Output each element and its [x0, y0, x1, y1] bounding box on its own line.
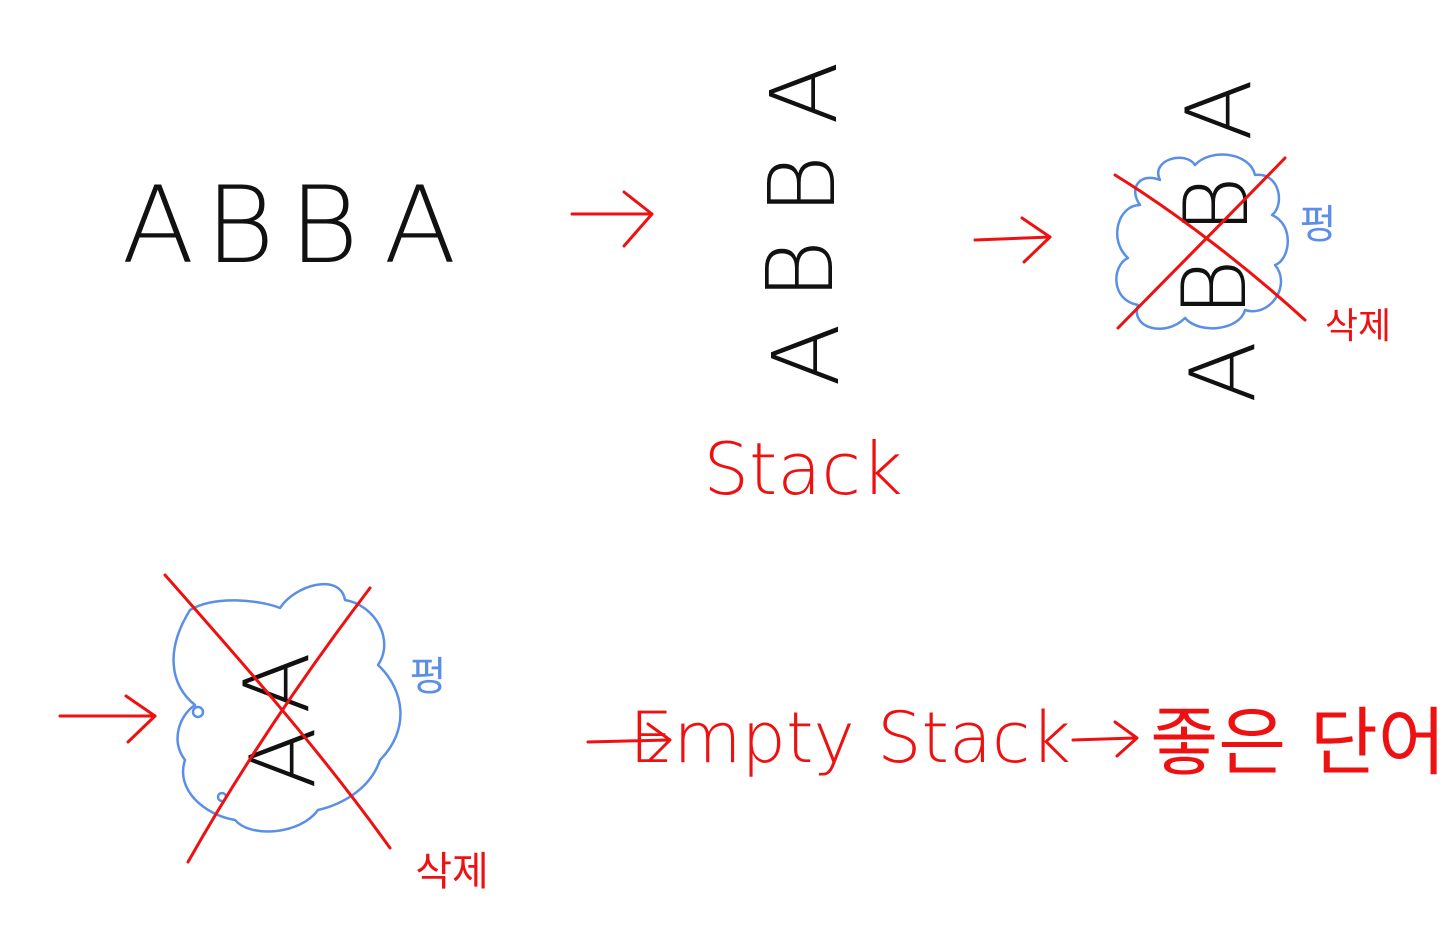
popped-b-1: B — [1165, 176, 1268, 234]
pop-step-1: A B B A 펑 삭제 — [1113, 79, 1391, 403]
arrow-to-stack — [570, 190, 654, 248]
input-letter-1: A — [122, 164, 195, 287]
delete-word-1: 삭제 — [1325, 306, 1391, 347]
pop-cloud — [1115, 153, 1289, 330]
cross-out-x — [1113, 173, 1307, 322]
stack-item-3: B — [747, 240, 854, 300]
arrow-to-pop-2 — [58, 694, 157, 744]
popped-a-2: A — [231, 727, 336, 789]
result: Empty Stack 좋은 단어 — [586, 697, 1446, 786]
input-word: A B B A — [122, 164, 457, 287]
delete-word-2: 삭제 — [415, 849, 489, 895]
good-word-label: 좋은 단어 — [1150, 700, 1446, 786]
stack-item-4: A — [753, 324, 860, 387]
popped-b-2: B — [1163, 259, 1266, 317]
pop-step-2: A A 펑 삭제 — [163, 573, 489, 895]
remaining-top-a: A — [1167, 79, 1272, 141]
stack-label: Stack — [703, 427, 902, 511]
input-letter-3: B — [289, 164, 358, 287]
stack-item-1: A — [751, 62, 858, 125]
remaining-bottom-a: A — [1171, 341, 1276, 403]
arrow-to-pop-1 — [973, 216, 1052, 264]
input-letter-2: B — [205, 164, 274, 287]
cross-out-x-2 — [163, 573, 392, 850]
pop-word-2: 펑 — [410, 654, 447, 700]
stack-item-2: B — [749, 155, 856, 215]
empty-stack-label: Empty Stack — [629, 697, 1071, 779]
stack: A B B A Stack — [703, 62, 902, 511]
pop-word-1: 펑 — [1300, 202, 1337, 248]
input-letter-4: A — [384, 164, 457, 287]
pop-cloud-2 — [172, 582, 402, 833]
